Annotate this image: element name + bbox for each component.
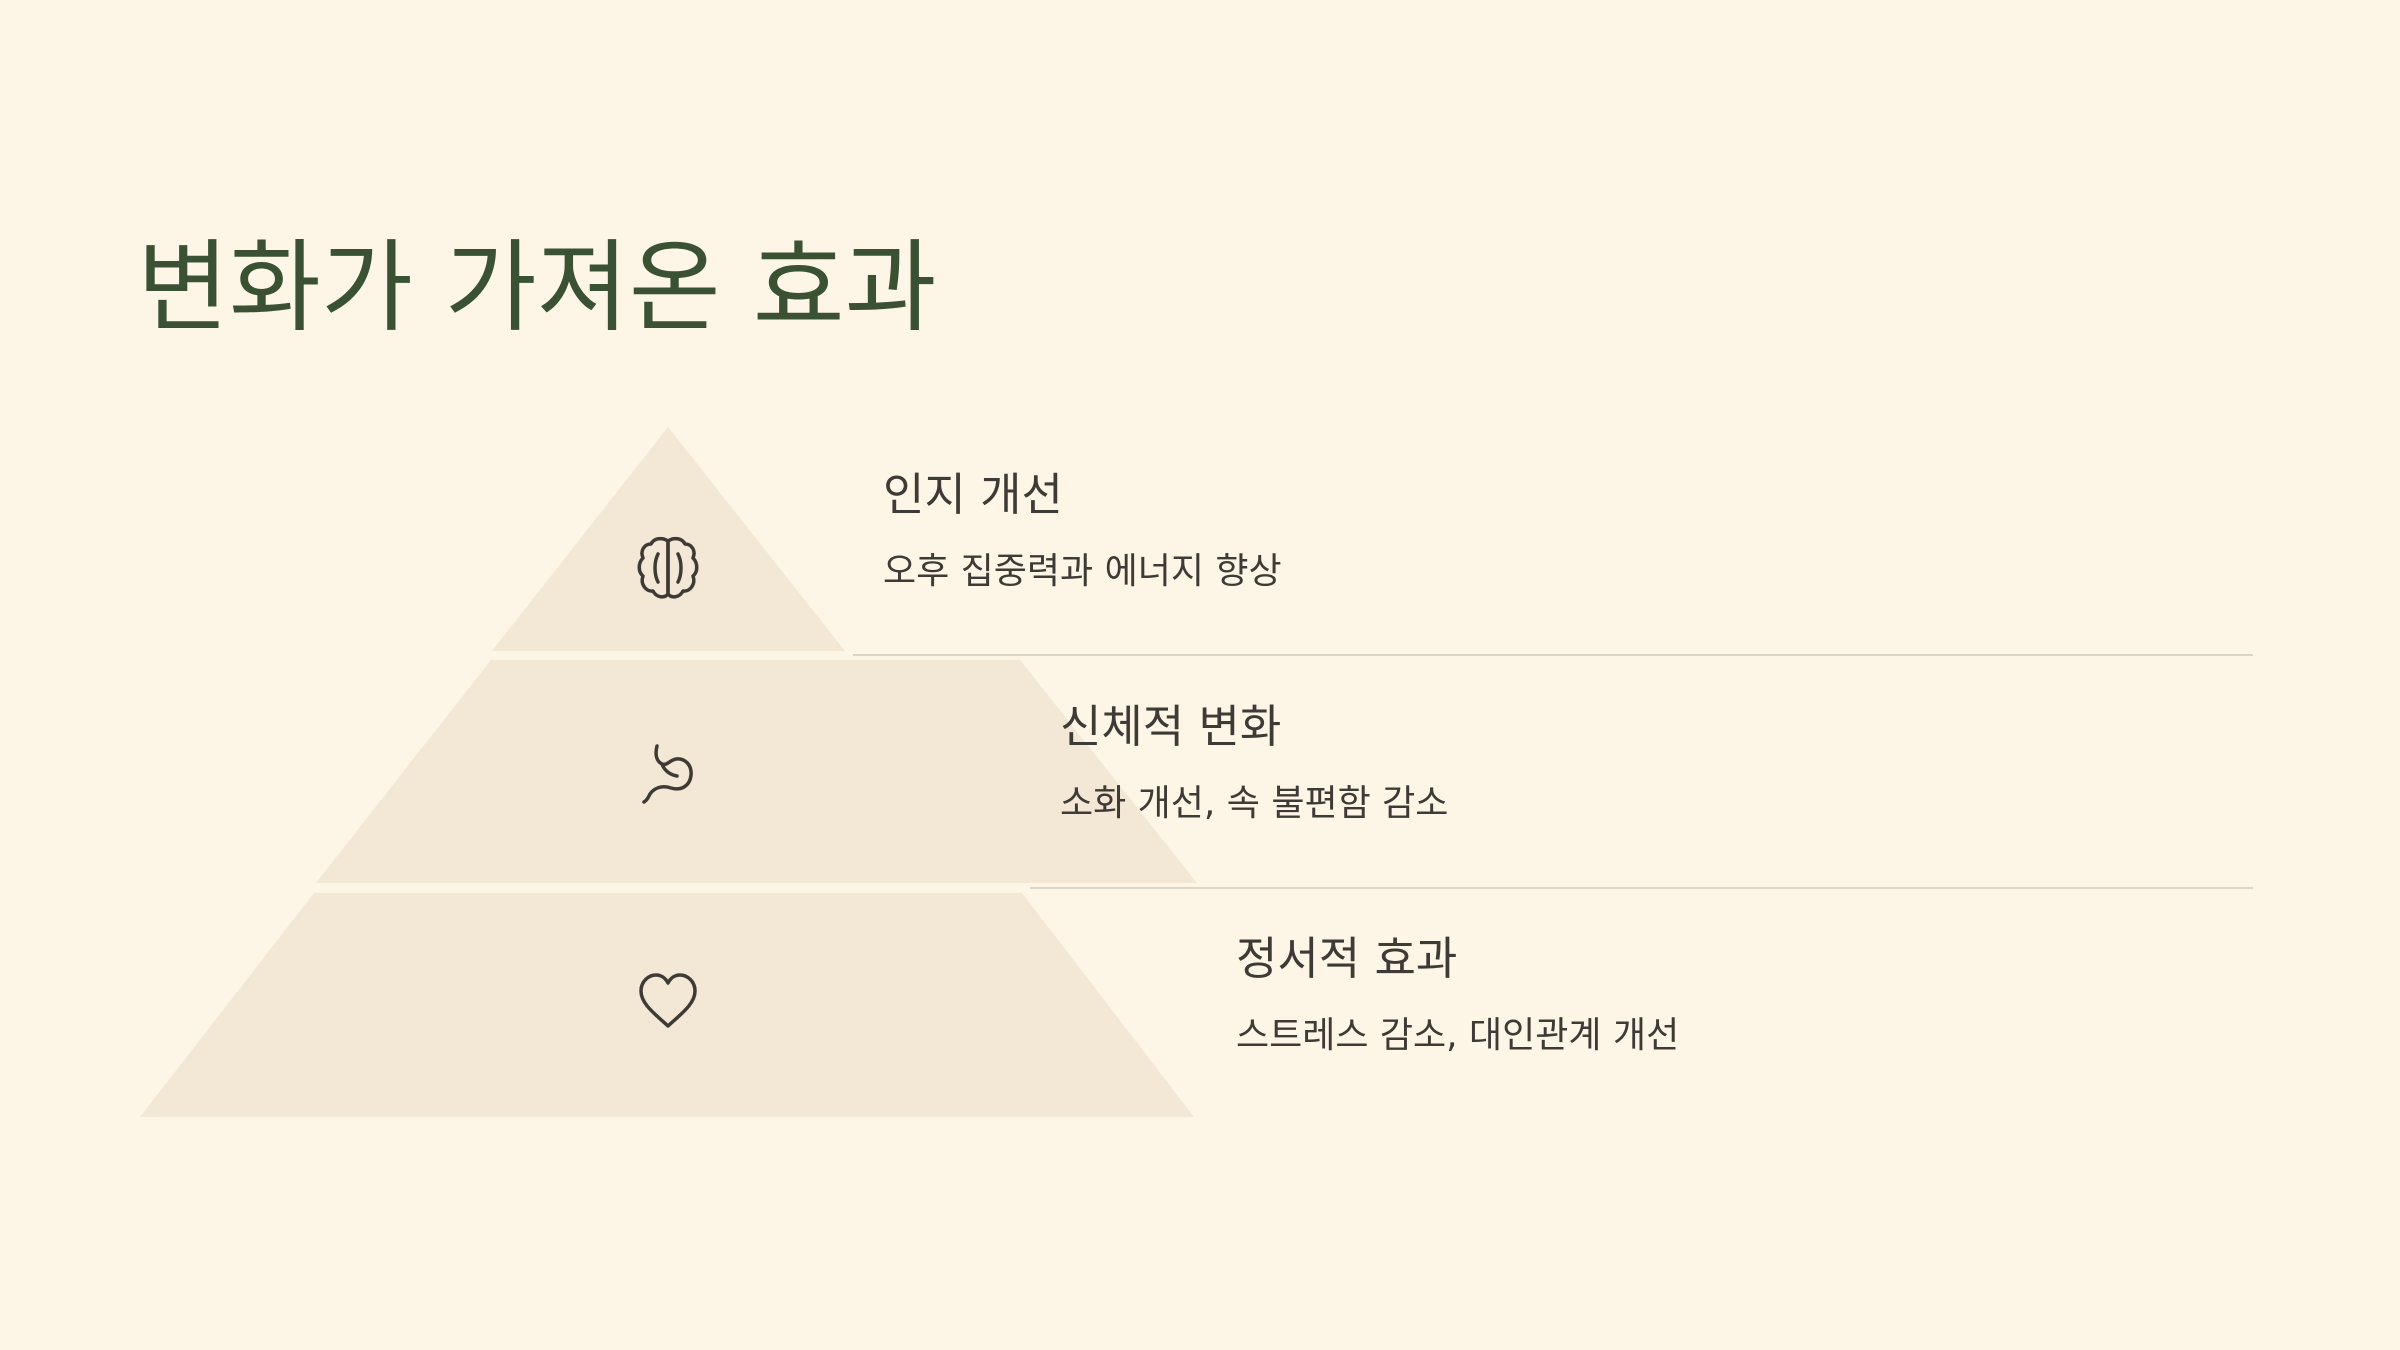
brain-icon (637, 536, 699, 599)
tier-title: 신체적 변화 (1060, 700, 1282, 753)
tier-description: 소화 개선, 속 불편함 감소 (1060, 783, 1449, 824)
pyramid-tier-bottom (140, 893, 1194, 1117)
tier-description: 스트레스 감소, 대인관계 개선 (1236, 1015, 1680, 1056)
tier-physical: 신체적 변화 소화 개선, 속 불편함 감소 (1060, 697, 1448, 829)
tier-title: 정서적 효과 (1236, 932, 1458, 985)
tier-divider (1030, 887, 2253, 889)
heart-icon (639, 973, 697, 1028)
tier-emotional: 정서적 효과 스트레스 감소, 대인관계 개선 (1236, 929, 1679, 1061)
tier-divider (853, 654, 2253, 656)
tier-description: 오후 집중력과 에너지 향상 (883, 551, 1282, 592)
page-title: 변화가 가져온 효과 (137, 229, 937, 346)
pyramid-tier-middle (316, 660, 1197, 883)
tier-cognitive: 인지 개선 오후 집중력과 에너지 향상 (883, 465, 1282, 597)
stomach-icon (642, 744, 693, 804)
tier-title: 인지 개선 (883, 468, 1063, 521)
